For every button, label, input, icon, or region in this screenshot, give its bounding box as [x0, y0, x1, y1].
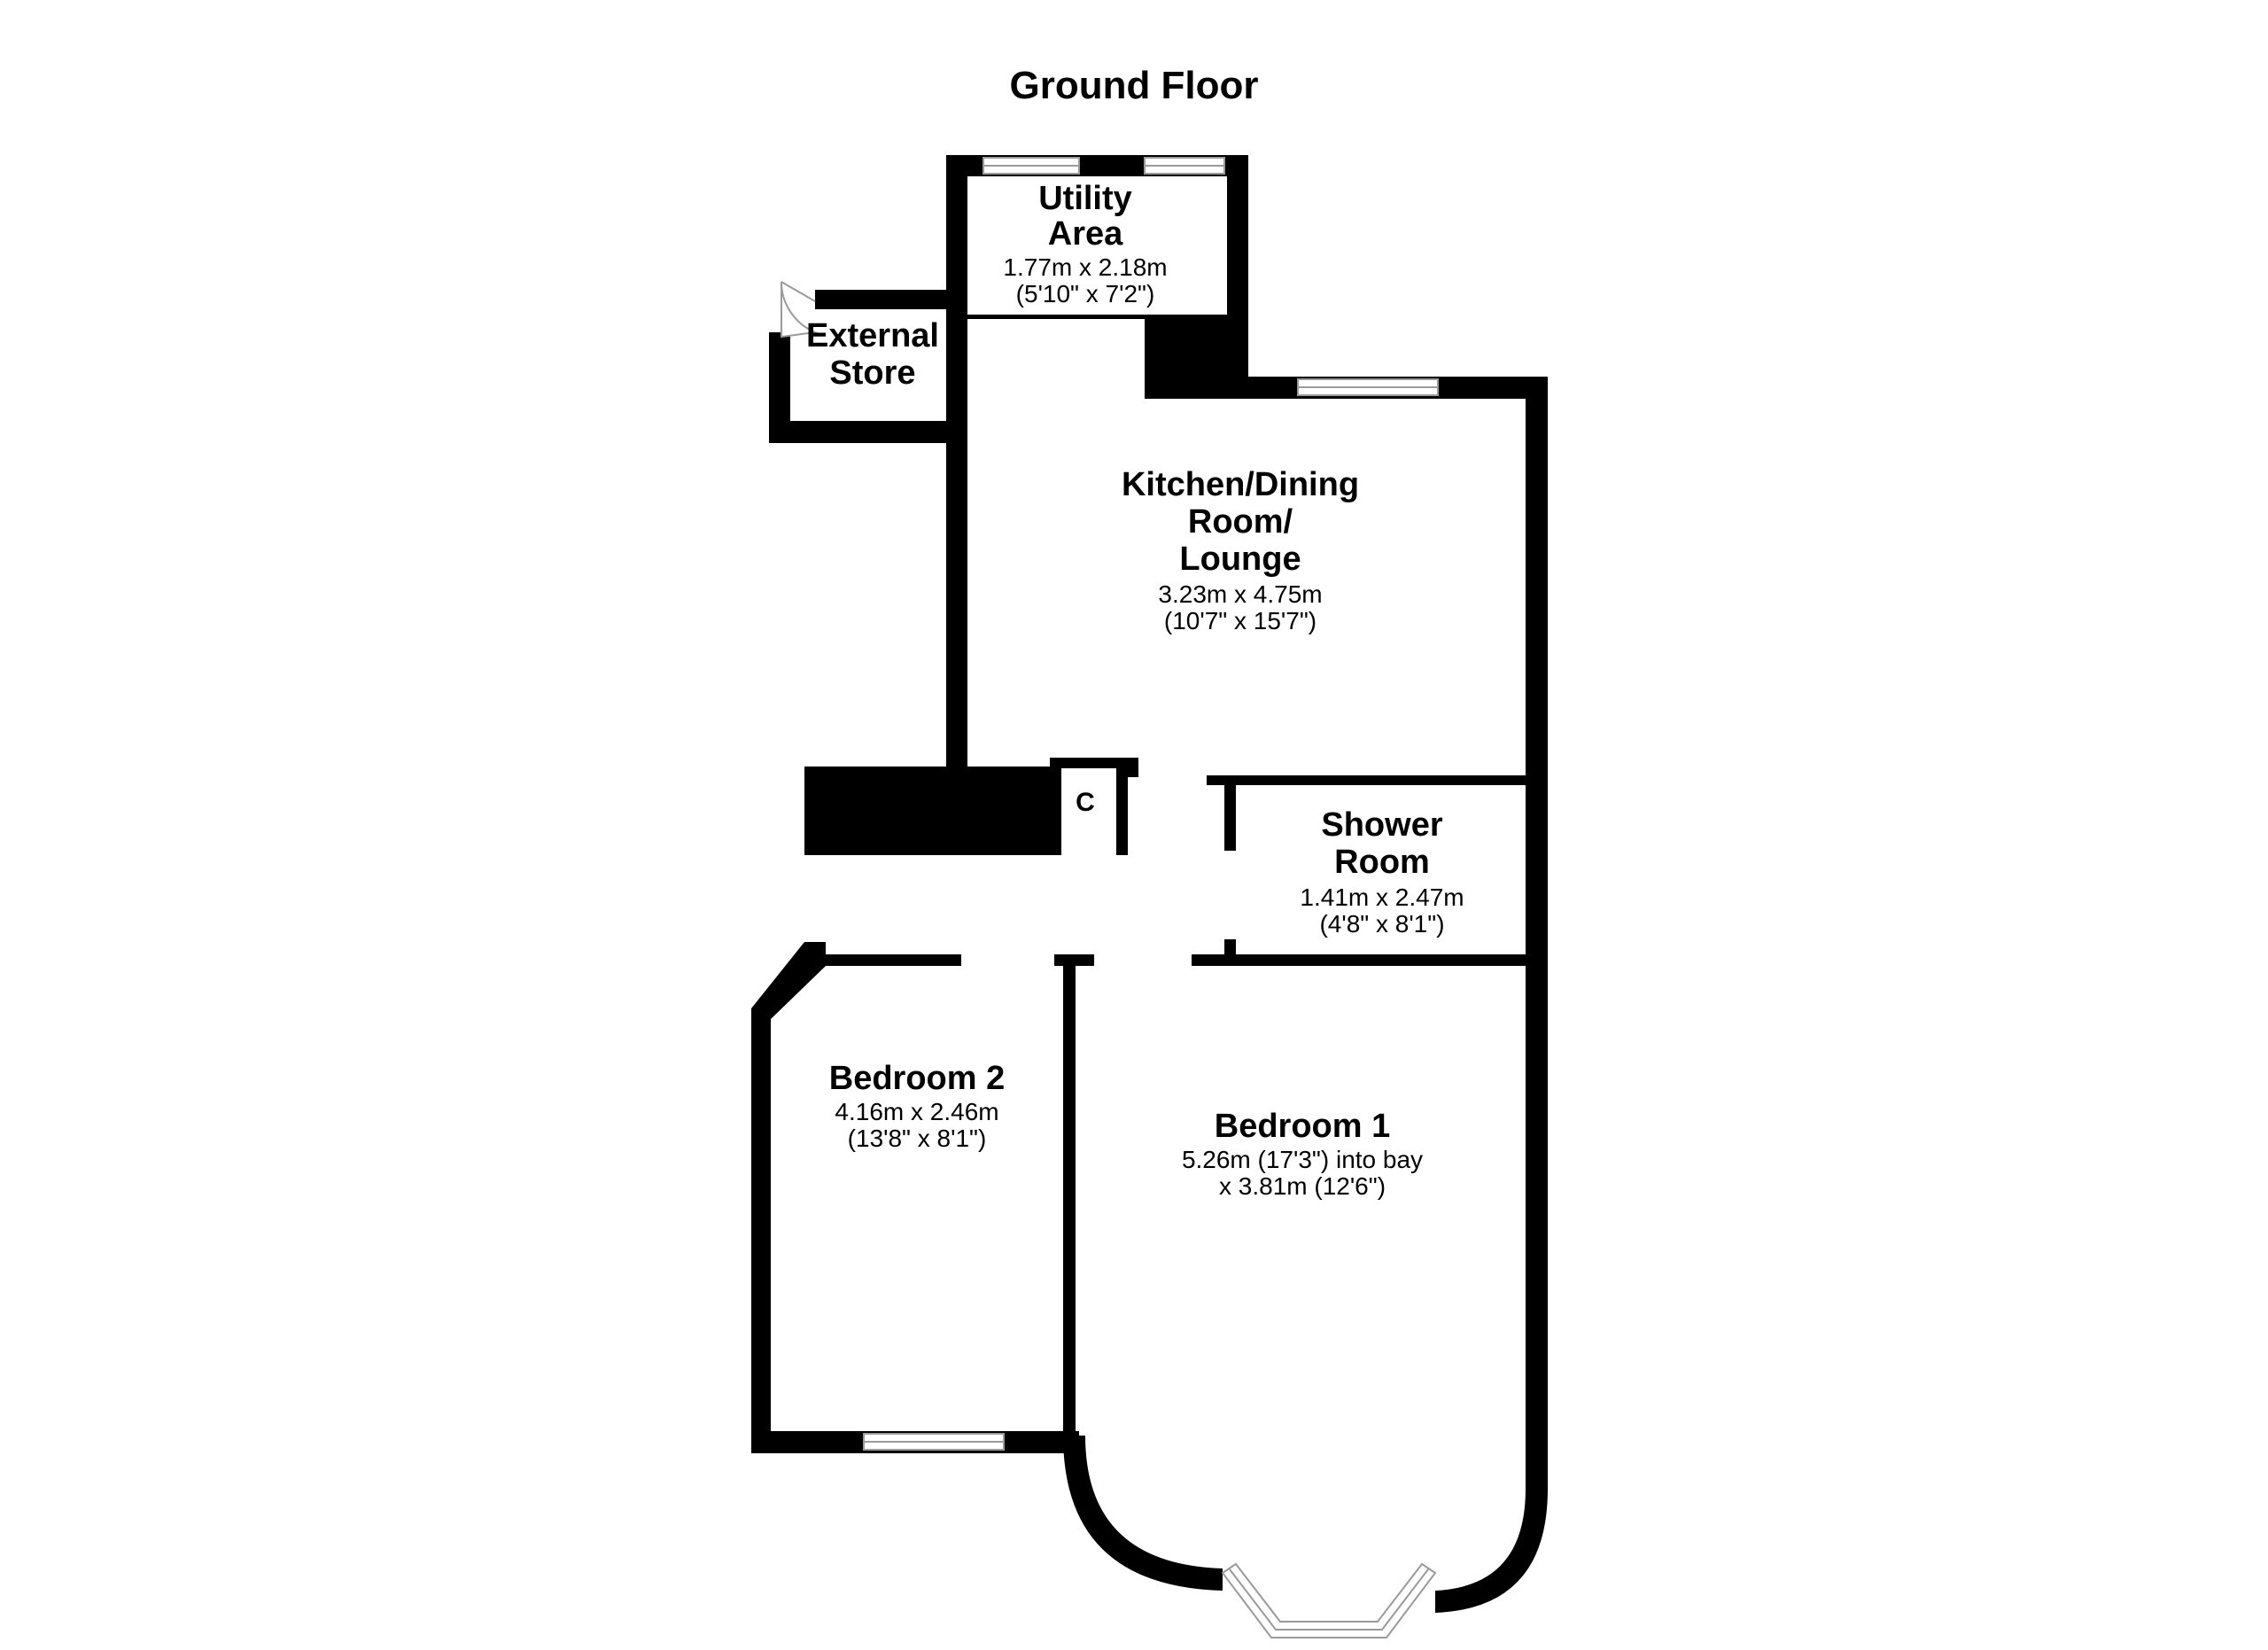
room-dimensions-imperial: (13'8" x 8'1")	[847, 1125, 987, 1153]
room-label-shower: Shower Room 1.41m x 2.47m (4'8" x 8'1")	[1249, 808, 1515, 938]
wall-bedroom2-left	[751, 1008, 771, 1453]
room-dimensions-metric: 3.23m x 4.75m	[1158, 580, 1323, 608]
room-dimensions-imperial: (10'7" x 15'7")	[1163, 607, 1317, 635]
window-utility-left	[983, 157, 1080, 175]
wall-bay-right	[1435, 1489, 1548, 1613]
room-name: Area	[1047, 215, 1123, 253]
room-name: Bedroom 1	[1214, 1108, 1391, 1145]
wall-shower-bottom	[1192, 954, 1548, 966]
wall-cupboard-inner-top	[1050, 758, 1060, 775]
wall-kitchen-right	[1526, 377, 1548, 1493]
wall-utility-left	[946, 155, 967, 767]
cupboard-label: C	[1076, 788, 1095, 817]
room-name: Kitchen/Dining	[1121, 466, 1360, 503]
window-bay	[1221, 1562, 1437, 1638]
wall-bay-left	[1063, 1436, 1223, 1591]
wall-store-bottom	[769, 421, 967, 443]
wall-bedroom2-top	[804, 954, 961, 966]
wall-central-block	[804, 767, 1061, 855]
room-dimensions-metric: 1.77m x 2.18m	[1003, 253, 1168, 281]
room-name: Room/	[1187, 503, 1293, 541]
room-name: Lounge	[1179, 541, 1301, 578]
wall-bedroom2-corner	[751, 942, 826, 1019]
wall-store-left-top	[769, 332, 781, 341]
room-dimensions-metric: 1.41m x 2.47m	[1300, 883, 1464, 911]
window-bedroom2	[863, 1433, 1005, 1451]
room-name: Shower	[1321, 806, 1443, 844]
room-label-bedroom2: Bedroom 2 4.16m x 2.46m (13'8" x 8'1")	[780, 1062, 1054, 1152]
door-external-store	[781, 281, 819, 339]
windows	[863, 157, 1439, 1638]
wall-cupboard-right-cap	[1116, 758, 1138, 777]
room-label-utility: Utility Area 1.77m x 2.18m (5'10" x 7'2"…	[983, 182, 1187, 307]
room-name: Room	[1334, 844, 1430, 881]
room-label-external-store: External Store	[780, 319, 966, 390]
wall-shower-left-upper	[1224, 784, 1236, 851]
room-dimensions-metric: 5.26m (17'3") into bay	[1181, 1146, 1424, 1173]
room-name: Store	[829, 354, 916, 392]
room-dimensions-imperial: (4'8" x 8'1")	[1319, 910, 1445, 938]
room-dimensions-metric: 4.16m x 2.46m	[835, 1098, 999, 1125]
room-name: Utility	[1038, 180, 1132, 217]
wall-shower-top	[1207, 775, 1548, 785]
room-name: Bedroom 2	[828, 1060, 1006, 1097]
wall-cupboard-right	[1116, 775, 1128, 855]
room-label-kitchen: Kitchen/Dining Room/ Lounge 3.23m x 4.75…	[1063, 468, 1418, 634]
room-dimensions-imperial: x 3.81m (12'6")	[1218, 1172, 1386, 1201]
wall-store-top	[815, 290, 967, 309]
room-label-bedroom1: Bedroom 1 5.26m (17'3") into bay x 3.81m…	[1116, 1109, 1488, 1200]
window-kitchen	[1297, 378, 1439, 396]
wall-utility-bottom	[967, 315, 1229, 319]
room-name: External	[806, 317, 939, 354]
room-dimensions-imperial: (5'10" x 7'2")	[1015, 280, 1155, 308]
wall-bedroom-divider	[1063, 954, 1076, 1446]
window-utility-right	[1144, 157, 1225, 175]
floor-title: Ground Floor	[1009, 64, 1259, 107]
